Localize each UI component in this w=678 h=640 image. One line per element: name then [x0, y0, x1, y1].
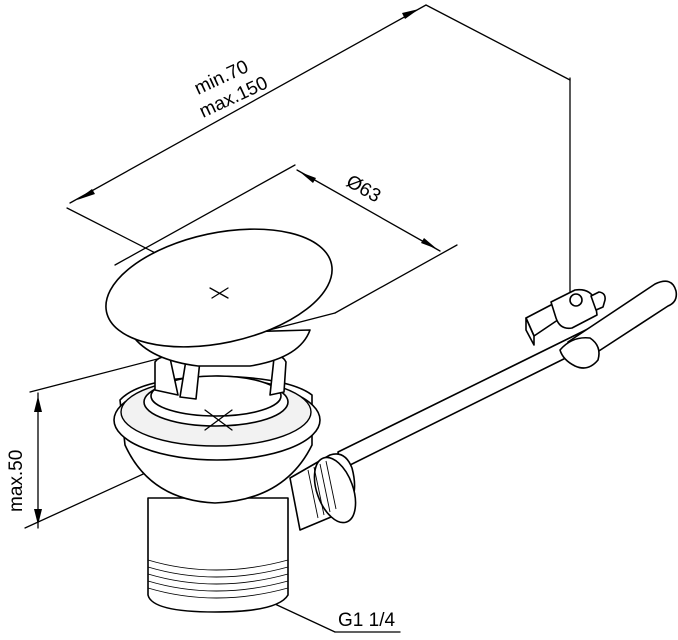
- lever-rod: [337, 280, 678, 471]
- dimension-lines: [24, 4, 571, 633]
- drain-body: [113, 355, 357, 613]
- diameter-label: Ø63: [343, 171, 385, 207]
- pop-up-cap: [105, 228, 333, 367]
- thread-label: G1 1/4: [338, 610, 395, 631]
- height-label: max.50: [6, 450, 27, 512]
